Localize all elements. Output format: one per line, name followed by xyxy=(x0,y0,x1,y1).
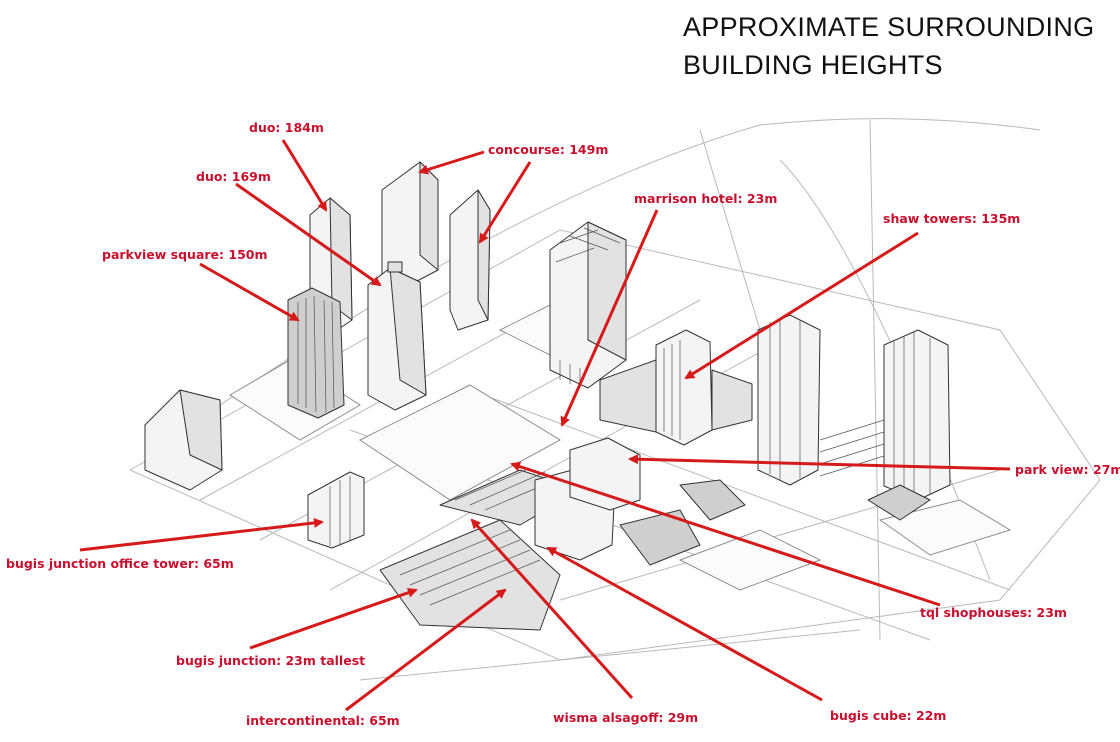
label-bugis-junction-office-tower-65m: bugis junction office tower: 65m xyxy=(6,556,234,571)
arrow-bugis-junction xyxy=(249,587,418,650)
arrow-tql-shophouses xyxy=(510,461,941,607)
title-line-1: APPROXIMATE SURROUNDING xyxy=(683,12,1095,42)
label-bugis-junction-23m-tallest: bugis junction: 23m tallest xyxy=(176,653,366,668)
label-bugis-cube-22m: bugis cube: 22m xyxy=(830,708,947,723)
arrow-park-view xyxy=(628,454,1011,471)
parkview-square-building xyxy=(287,287,345,419)
label-tql-shophouses-23m: tql shophouses: 23m xyxy=(920,605,1067,620)
arrow-parkview-square xyxy=(199,262,300,322)
park-view-towers xyxy=(757,314,951,521)
page-title: APPROXIMATE SURROUNDING BUILDING HEIGHTS xyxy=(683,8,1113,84)
label-duo-169m: duo: 169m xyxy=(196,169,271,184)
arrow-marrison-hotel xyxy=(560,209,659,427)
label-marrison-hotel-23m: marrison hotel: 23m xyxy=(634,191,778,206)
title-line-2: BUILDING HEIGHTS xyxy=(683,50,943,80)
label-park-view-27m: park view: 27m xyxy=(1015,462,1120,477)
label-parkview-square-150m: parkview square: 150m xyxy=(102,247,268,262)
arrow-intercontinental xyxy=(345,588,507,712)
label-concourse-149m: concourse: 149m xyxy=(488,142,609,157)
label-wisma-alsagoff-29m: wisma alsagoff: 29m xyxy=(553,710,699,725)
label-duo-184m: duo: 184m xyxy=(249,120,324,135)
arrow-wisma-alsagoff xyxy=(470,518,634,700)
arrow-concourse-149-2 xyxy=(478,161,532,244)
concourse-building xyxy=(381,161,491,331)
bugis-junction-office-tower-building xyxy=(144,389,365,549)
label-shaw-towers-135m: shaw towers: 135m xyxy=(883,211,1021,226)
shaw-towers-building xyxy=(599,329,753,446)
label-intercontinental-65m: intercontinental: 65m xyxy=(246,713,400,728)
arrow-bugis-junction-office-tower xyxy=(79,517,324,552)
arrow-bugis-cube xyxy=(546,546,823,702)
arrow-duo-184 xyxy=(281,139,328,212)
gridded-tower xyxy=(549,221,627,389)
arrow-concourse-149 xyxy=(418,150,485,175)
arrow-shaw-towers xyxy=(684,231,919,380)
arrow-duo-169 xyxy=(235,182,382,287)
